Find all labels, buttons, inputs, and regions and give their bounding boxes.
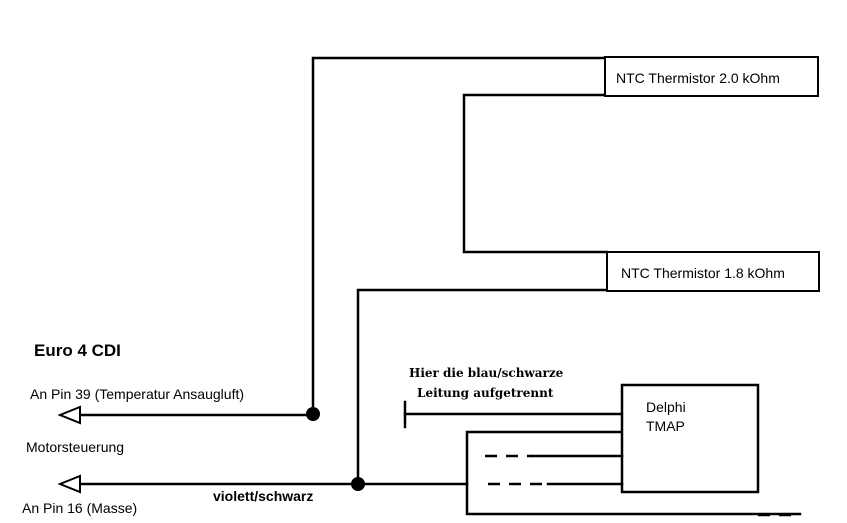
cut-note-line1: Hier die blau/schwarze [409, 366, 564, 380]
wire-thermistor-series-link [462, 93, 609, 254]
ecu-title: Euro 4 CDI [34, 341, 121, 360]
wire-ground-to-thermistor2 [356, 288, 609, 486]
thermistor2-box: NTC Thermistor 1.8 kOhm [606, 251, 820, 292]
wire-pin39-to-thermistor1 [76, 56, 607, 417]
ecu-label: Motorsteuerung [26, 439, 125, 455]
arrowhead-pin39 [57, 405, 81, 425]
arrowhead-pin16 [57, 474, 81, 494]
junction-dot-ground [351, 477, 365, 491]
thermistor1-label: NTC Thermistor 2.0 kOhm [616, 70, 780, 86]
tmap-label-line2: TMAP [646, 418, 685, 434]
junction-dot-pin39 [306, 407, 320, 421]
cut-note-line2: Leitung aufgetrennt [417, 386, 554, 400]
thermistor2-label: NTC Thermistor 1.8 kOhm [621, 265, 785, 281]
tmap-connector-bracket [465, 430, 802, 516]
thermistor1-box: NTC Thermistor 2.0 kOhm [604, 56, 819, 97]
tmap-sensor-box [620, 383, 760, 494]
pin39-label: An Pin 39 (Temperatur Ansaugluft) [30, 386, 245, 402]
tmap-label-line1: Delphi [646, 399, 686, 415]
wire-color-label: violett/schwarz [213, 488, 314, 504]
pin16-label: An Pin 16 (Masse) [22, 500, 138, 516]
